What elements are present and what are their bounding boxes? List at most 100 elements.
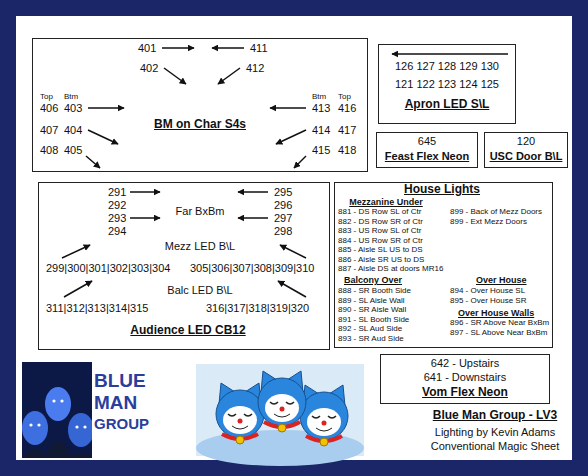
group-box: 126 127 128 129 130121 122 123 124 125Ap… — [378, 44, 516, 124]
focus-arrow — [218, 68, 240, 84]
box-heading: Apron LED S\L — [405, 98, 490, 112]
channel-label: 298 — [274, 225, 292, 238]
channel-label: 297 — [274, 212, 292, 225]
blue-head — [22, 411, 48, 445]
eye — [37, 423, 40, 426]
channel-label: 405 — [64, 144, 82, 157]
group-box: 401411402412TopBtmBtmTop406403413416BM o… — [32, 38, 368, 172]
channel-label: 899 - Back of Mezz Doors — [450, 207, 542, 216]
channel-label: 291 — [108, 186, 126, 199]
group-box: 645Feast Flex Neon — [376, 132, 478, 168]
focus-arrows — [62, 48, 508, 297]
channel-label: Btm — [64, 92, 78, 101]
channel-label: 295 — [274, 186, 292, 199]
eye — [52, 399, 55, 402]
sheet-title: Blue Man Group - LV3 — [433, 409, 557, 423]
box-heading: Audience LED CB12 — [130, 324, 245, 338]
focus-arrow — [86, 156, 100, 168]
box-heading: BM on Char S4s — [154, 118, 246, 132]
channel-label: 407 — [40, 124, 58, 137]
group-box: House LightsMezzanine Under881 - DS Row … — [334, 182, 553, 348]
group-box: 291295292Far BxBm296293297294298Mezz LED… — [38, 182, 330, 350]
focus-arrow — [280, 245, 306, 258]
focus-arrow — [88, 107, 124, 109]
focus-arrow — [88, 130, 118, 144]
focus-arrow — [294, 156, 306, 168]
kitten-picture — [196, 364, 364, 466]
focus-arrow — [130, 217, 160, 219]
focus-arrow — [164, 68, 186, 84]
box-heading: USC Door B\L — [490, 150, 563, 163]
channel-label: 416 — [338, 102, 356, 115]
channel-label: 406 — [40, 102, 58, 115]
logo-word: BLUE — [94, 370, 146, 392]
eye — [60, 399, 63, 402]
channel-label: Far BxBm — [176, 205, 225, 218]
channel-label: 294 — [108, 225, 126, 238]
group-box: 642 - Upstairs641 - DownstairsVom Flex N… — [380, 354, 550, 404]
box-heading: Vom Flex Neon — [422, 386, 508, 400]
channel-label: 402 — [140, 62, 158, 75]
channel-label: 299|300|301|302|303|304 — [46, 262, 170, 275]
focus-arrow — [276, 130, 306, 144]
focus-arrow — [278, 281, 306, 297]
channel-label: 414 — [312, 124, 330, 137]
kitten — [216, 383, 264, 444]
channel-label: 418 — [338, 144, 356, 157]
channel-label: 415 — [312, 144, 330, 157]
focus-arrow — [238, 217, 268, 219]
box-heading: Feast Flex Neon — [385, 150, 469, 163]
channel-label: 413 — [312, 102, 330, 115]
box-heading: Mezzanine Under — [349, 197, 423, 207]
channel-label: 411 — [250, 42, 268, 55]
blue-man-photo — [22, 362, 92, 458]
channel-label: 311|312|313|314|315 — [46, 302, 148, 315]
logo-word: MAN — [94, 392, 137, 414]
channel-label: 894 - Over House SL — [450, 286, 525, 295]
channel-label: 401 — [138, 42, 156, 55]
channel-label: 884 - US Row SR of Ctr — [338, 236, 423, 245]
focus-arrow — [62, 245, 90, 258]
eye — [29, 423, 32, 426]
channel-label: Top — [338, 92, 351, 101]
channel-label: 305|306|307|308|309|310 — [190, 262, 314, 275]
channel-label: 899 - Ext Mezz Doors — [450, 217, 527, 226]
blue-head — [68, 413, 92, 447]
logo-word: GROUP — [94, 415, 149, 432]
channel-label: 883 - US Row SL of Ctr — [338, 226, 421, 235]
channel-label: 293 — [108, 212, 126, 225]
channel-label: 888 - SR Booth Side — [338, 286, 411, 295]
box-heading: Over House — [476, 275, 527, 285]
box-heading: House Lights — [404, 183, 480, 197]
credit-line: Conventional Magic Sheet — [431, 440, 559, 453]
channel-label: 120 — [517, 135, 535, 148]
focus-arrow — [392, 53, 508, 55]
channel-label: 412 — [246, 62, 264, 75]
eye — [83, 425, 86, 428]
channel-label: Top — [40, 92, 53, 101]
channel-label: 881 - DS Row SL of Ctr — [338, 207, 421, 216]
channel-label: 887 - Aisle DS at doors MR16 — [338, 264, 443, 273]
channel-label: Balc LED B\L — [167, 284, 232, 297]
channel-label: 645 — [418, 135, 436, 148]
channel-label: 641 - Downstairs — [424, 371, 507, 384]
channel-label: 896 - SR Above Near BxBm — [450, 318, 549, 327]
focus-arrow — [130, 191, 160, 193]
blue-head — [45, 387, 71, 421]
channel-label: 316|317|318|319|320 — [206, 302, 309, 315]
channel-label: 642 - Upstairs — [431, 357, 499, 370]
channel-label: Btm — [312, 92, 326, 101]
channel-label: 121 122 123 124 125 — [395, 78, 499, 91]
channel-label: 404 — [64, 124, 82, 137]
focus-arrow — [270, 107, 306, 109]
channel-label: 891 - SL Booth Side — [338, 315, 409, 324]
channel-label: 417 — [338, 124, 356, 137]
focus-arrow — [162, 47, 194, 49]
channel-label: Mezz LED B\L — [165, 240, 235, 253]
kitten — [300, 385, 348, 446]
channel-label: 892 - SL Aud Side — [338, 324, 402, 333]
channel-label: 885 - Aisle SL US to DS — [338, 245, 423, 254]
channel-label: 893 - SR Aud Side — [338, 334, 404, 343]
